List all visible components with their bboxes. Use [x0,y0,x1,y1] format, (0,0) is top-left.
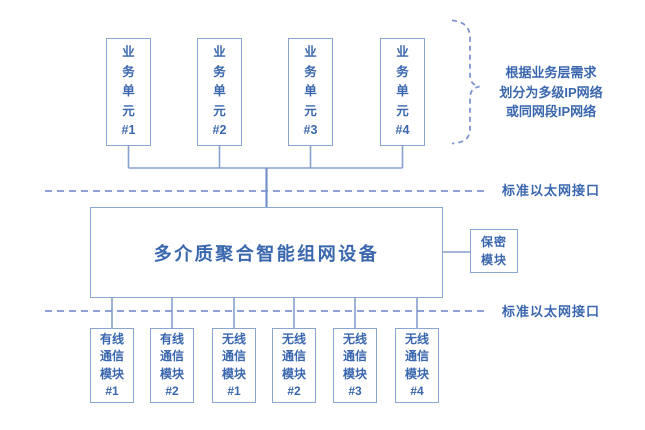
comm-module-label: 有线 通信 模块 #1 [99,331,124,399]
comm-module-label: 无线 通信 模块 #2 [281,331,306,399]
comm-module-label: 无线 通信 模块 #1 [221,331,246,399]
security-module-box: 保密 模块 [470,229,518,273]
business-unit-box-4: 业 务 单 元 #4 [380,38,425,146]
business-unit-label: 业 务 单 元 #2 [212,45,227,138]
comm-module-label: 无线 通信 模块 #4 [404,331,429,399]
comm-module-label: 有线 通信 模块 #2 [159,331,184,399]
business-unit-label: 业 务 单 元 #4 [395,45,410,138]
business-unit-box-2: 业 务 单 元 #2 [197,38,242,146]
wireless-comm-module-box-1: 无线 通信 模块 #1 [212,328,256,403]
ethernet-interface-label-top: 标准以太网接口 [502,183,601,198]
wireless-comm-module-box-3: 无线 通信 模块 #3 [333,328,377,403]
ethernet-interface-label-bottom: 标准以太网接口 [502,304,601,319]
ip-network-annotation: 根据业务层需求 划分为多级IP网络 或同网段IP网络 [499,65,603,119]
aggregation-device-label: 多介质聚合智能组网设备 [153,243,380,264]
business-unit-label: 业 务 单 元 #3 [303,45,318,138]
wireless-comm-module-box-2: 无线 通信 模块 #2 [272,328,316,403]
curly-brace-icon [451,19,480,145]
wireless-comm-module-box-4: 无线 通信 模块 #4 [395,328,439,403]
business-unit-label: 业 务 单 元 #1 [121,45,136,138]
wired-comm-module-box-1: 有线 通信 模块 #1 [90,328,134,403]
business-unit-box-1: 业 务 单 元 #1 [106,38,151,146]
business-unit-box-3: 业 务 单 元 #3 [288,38,333,146]
wired-comm-module-box-2: 有线 通信 模块 #2 [150,328,194,403]
security-module-label: 保密 模块 [480,235,507,267]
comm-module-label: 无线 通信 模块 #3 [342,331,367,399]
aggregation-device-box: 多介质聚合智能组网设备 [90,207,443,298]
